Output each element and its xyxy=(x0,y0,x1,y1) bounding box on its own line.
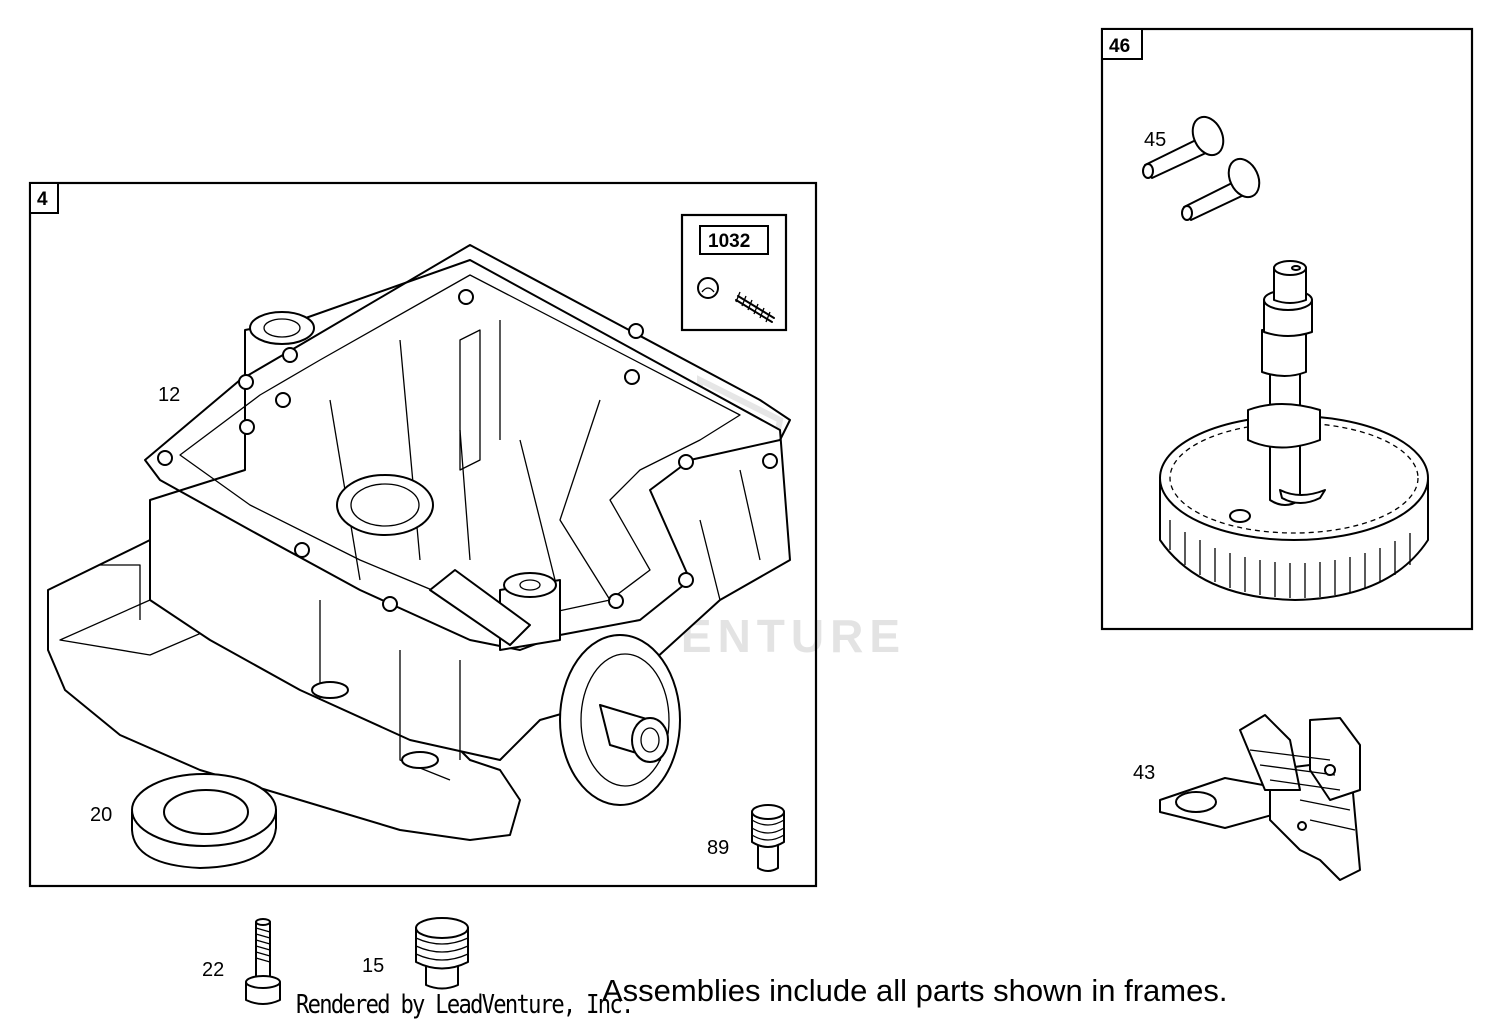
crankcase-frame: 4 xyxy=(28,181,818,888)
assemblies-note: Assemblies include all parts shown in fr… xyxy=(602,973,1228,1008)
large-plug-part[interactable] xyxy=(415,917,469,990)
credit-text: Rendered by LeadVenture, Inc. xyxy=(296,990,634,1020)
small-plug-part[interactable] xyxy=(751,804,785,872)
callout-small-plug: 89 xyxy=(707,837,729,859)
valve-lifters[interactable] xyxy=(1142,112,1265,221)
callout-gasket: 12 xyxy=(158,384,180,406)
seal-part[interactable] xyxy=(131,773,277,869)
callout-lifters: 45 xyxy=(1144,129,1166,151)
callout-seal: 20 xyxy=(90,804,112,826)
callout-large-plug: 15 xyxy=(362,955,384,977)
bolt-part[interactable] xyxy=(245,918,281,1005)
crankcase-frame-tag: 4 xyxy=(37,189,48,210)
relief-spring xyxy=(735,291,775,323)
camshaft-frame-tag: 46 xyxy=(1109,36,1130,57)
gasket-bolt-holes xyxy=(157,289,778,612)
kit-1032-box[interactable]: 1032 xyxy=(680,213,788,332)
sump-cover-drawing[interactable] xyxy=(47,244,791,841)
callout-governor: 43 xyxy=(1133,762,1155,784)
kit-1032-tag: 1032 xyxy=(708,231,750,252)
camshaft-frame: 46 xyxy=(1100,27,1474,631)
governor-assembly[interactable] xyxy=(1159,714,1361,881)
callout-bolt: 22 xyxy=(202,959,224,981)
camshaft-gear[interactable] xyxy=(1159,260,1429,601)
